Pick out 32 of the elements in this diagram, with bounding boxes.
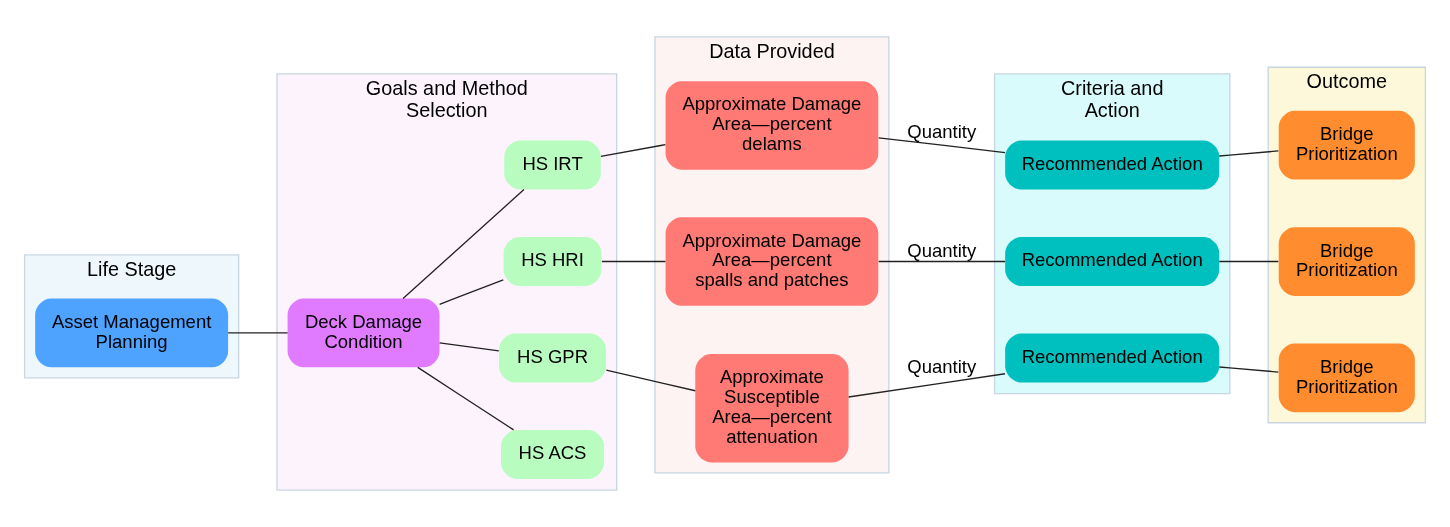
connector [1218, 260, 1279, 263]
node-box: Bridge Prioritization [1278, 343, 1415, 413]
node-box: Recommended Action [1005, 237, 1220, 286]
connector [847, 373, 1006, 398]
node-box: Bridge Prioritization [1278, 227, 1415, 296]
node-box: Approximate Damage Area—percent spalls and patches [665, 217, 879, 306]
connector [438, 342, 500, 352]
node-box: Approximate Susceptible Area—percent attenuation [695, 354, 849, 463]
node-box: Deck Damage Condition [287, 298, 440, 368]
edge-label: Quantity [907, 120, 977, 142]
edge-label: Quantity [907, 239, 977, 261]
connector [878, 260, 1006, 263]
node-box: HS GPR [499, 333, 607, 383]
connector [1218, 366, 1279, 373]
connector [402, 188, 525, 300]
node-box: Recommended Action [1005, 140, 1220, 190]
node-box: Bridge Prioritization [1278, 110, 1415, 180]
node-box: HS HRI [503, 237, 602, 286]
connector [605, 369, 696, 392]
node-box: Approximate Damage Area—percent delams [665, 81, 879, 170]
node-box: Recommended Action [1005, 333, 1220, 383]
node-box: Asset Management Planning [35, 298, 229, 368]
connector [600, 144, 667, 158]
connector [878, 137, 1006, 154]
connector [227, 332, 289, 334]
edge-label: Quantity [907, 355, 977, 377]
node-box: HS ACS [501, 430, 605, 479]
connector [438, 279, 504, 305]
node-box: HS IRT [504, 140, 601, 190]
connector [1218, 150, 1279, 157]
connector [601, 260, 667, 263]
connector [417, 366, 515, 431]
